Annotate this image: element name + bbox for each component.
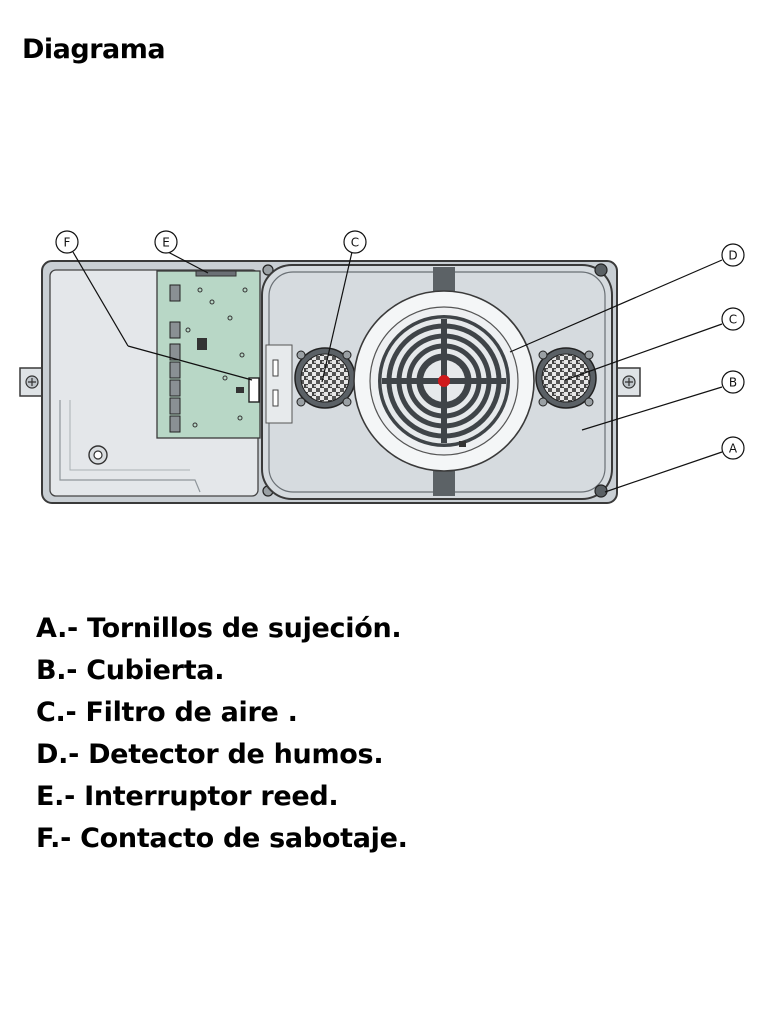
- callout-b-label: B: [729, 376, 737, 390]
- callout-a-label: A: [729, 442, 738, 456]
- right-mount-bracket: [613, 367, 641, 397]
- legend-item-b: B.- Cubierta.: [36, 655, 225, 686]
- device-diagram: F E C D C B A: [19, 230, 745, 504]
- callout-d: D: [721, 243, 745, 267]
- circuit-board: [156, 270, 261, 439]
- callout-f-label: F: [64, 236, 71, 250]
- legend-item-f: F.- Contacto de sabotaje.: [36, 823, 408, 854]
- legend-item-c: C.- Filtro de aire .: [36, 697, 298, 728]
- callout-c-right: C: [721, 307, 745, 331]
- reed-switch: [195, 270, 237, 277]
- callout-c-top-label: C: [351, 236, 359, 250]
- terminal-blocks: [169, 284, 181, 433]
- legend: A.- Tornillos de sujeción. B.- Cubierta.…: [36, 608, 408, 860]
- callout-f: F: [55, 230, 79, 254]
- callout-b: B: [721, 370, 745, 394]
- air-filter-left: [294, 347, 356, 409]
- legend-item-a: A.- Tornillos de sujeción.: [36, 613, 402, 644]
- indicator-led: [438, 375, 450, 387]
- legend-item-d: D.- Detector de humos.: [36, 739, 384, 770]
- callout-leaders: [72, 251, 723, 493]
- callout-c-top: C: [343, 230, 367, 254]
- legend-item-e: E.- Interruptor reed.: [36, 781, 339, 812]
- callout-e: E: [154, 230, 178, 254]
- callout-d-label: D: [728, 249, 737, 263]
- air-filter-right: [535, 347, 597, 409]
- callout-e-label: E: [162, 236, 170, 250]
- callout-c-right-label: C: [729, 313, 737, 327]
- page-title: Diagrama: [22, 34, 166, 65]
- smoke-detector: [353, 290, 535, 472]
- callout-a: A: [721, 436, 745, 460]
- tamper-contact: [248, 377, 260, 403]
- fixing-screws: [594, 263, 608, 498]
